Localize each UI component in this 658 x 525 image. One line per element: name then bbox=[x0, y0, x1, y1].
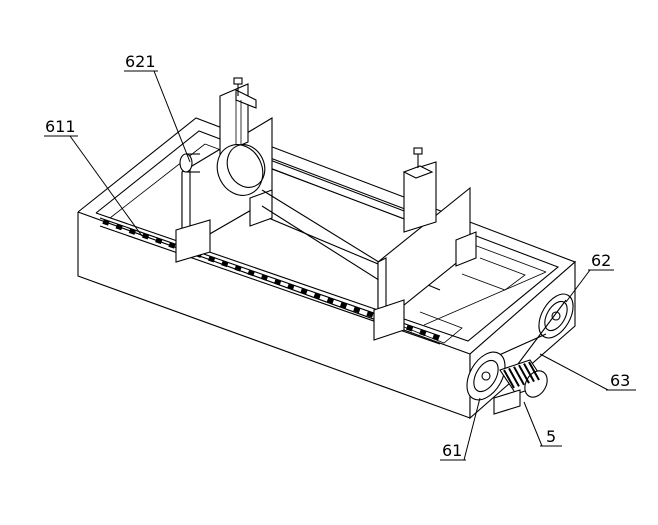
rack-tooth bbox=[221, 260, 229, 268]
rack-tooth bbox=[366, 311, 374, 318]
rack-tooth bbox=[207, 255, 216, 263]
pulley-62 bbox=[538, 293, 574, 339]
callout-62: 62 bbox=[565, 251, 614, 303]
label-611: 611 bbox=[45, 117, 76, 136]
rack-tooth bbox=[313, 292, 321, 300]
label-621: 621 bbox=[125, 52, 156, 71]
motor-fin bbox=[523, 363, 535, 383]
callout-621: 621 bbox=[124, 52, 191, 163]
label-63: 63 bbox=[610, 371, 630, 390]
motor-fin bbox=[503, 369, 515, 389]
rack-tooth bbox=[247, 269, 255, 277]
rack-tooth bbox=[115, 223, 123, 231]
motor-fin bbox=[513, 366, 525, 386]
rack-tooth bbox=[405, 324, 414, 332]
rack-tooth bbox=[300, 288, 308, 295]
connecting-strut bbox=[261, 189, 383, 283]
callout-611: 611 bbox=[44, 117, 143, 237]
motor-fin bbox=[528, 361, 540, 381]
right-support bbox=[373, 147, 477, 341]
rack-tooth bbox=[155, 237, 163, 245]
rack-tooth bbox=[339, 301, 348, 309]
motor-5 bbox=[493, 359, 548, 415]
label-62: 62 bbox=[591, 251, 611, 270]
rack-tooth bbox=[234, 265, 242, 272]
rack-tooth bbox=[102, 219, 110, 226]
rack-tooth bbox=[141, 232, 150, 240]
rack-tooth bbox=[168, 241, 176, 249]
motor-fin bbox=[518, 364, 530, 384]
rack-tooth bbox=[326, 297, 335, 304]
left-support bbox=[175, 77, 273, 263]
label-61: 61 bbox=[442, 441, 462, 460]
rack-tooth bbox=[273, 278, 282, 286]
rack-tooth bbox=[128, 228, 137, 235]
rack-tooth bbox=[432, 334, 440, 341]
callout-61: 61 bbox=[440, 397, 481, 461]
rack-tooth bbox=[287, 283, 295, 291]
callout-63: 63 bbox=[539, 353, 636, 391]
label-5: 5 bbox=[546, 427, 556, 446]
motor-fin bbox=[508, 367, 520, 387]
rack-tooth bbox=[419, 329, 427, 337]
drive-pulley-61 bbox=[466, 351, 506, 401]
rack-tooth bbox=[353, 306, 361, 314]
rack-tooth bbox=[260, 274, 269, 281]
callout-5: 5 bbox=[523, 401, 562, 447]
